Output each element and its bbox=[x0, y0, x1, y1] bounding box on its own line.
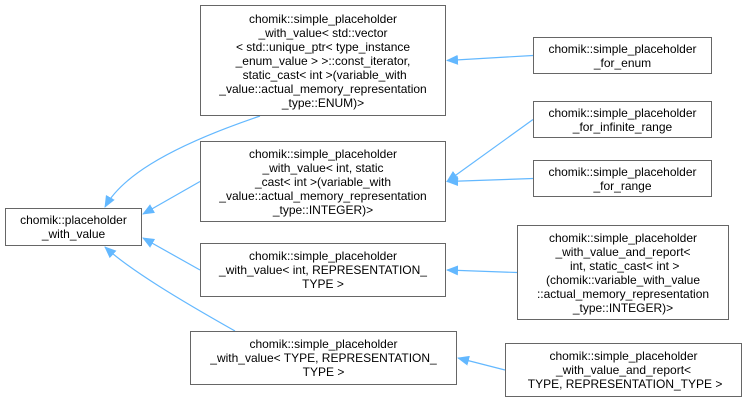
node-label-line: _with_value< std::vector bbox=[258, 25, 388, 40]
inheritance-edge-int_rep-to-base bbox=[142, 237, 201, 271]
inheritance-edge-report_int-to-int_rep bbox=[446, 265, 518, 276]
node-label-line: (chomik::variable_with_value bbox=[545, 272, 701, 287]
node-label-line: chomik::placeholder bbox=[20, 213, 127, 227]
node-simple-placeholder-for-range[interactable]: chomik::simple_placeholder_for_range bbox=[533, 160, 712, 197]
node-label-line: _type::INTEGER)> bbox=[272, 202, 374, 217]
node-simple-placeholder-with-value-vector-enum[interactable]: chomik::simple_placeholder_with_value< s… bbox=[200, 5, 446, 116]
node-label-line: chomik::simple_placeholder bbox=[248, 146, 398, 161]
node-simple-placeholder-with-value-and-report-type[interactable]: chomik::simple_placeholder_with_value_an… bbox=[505, 343, 742, 397]
node-label-line: int, static_cast< int > bbox=[566, 258, 680, 273]
node-label-line: chomik::simple_placeholder bbox=[549, 349, 698, 363]
node-label-line: < std::unique_ptr< type_instance bbox=[235, 39, 411, 54]
node-label-line: _cast< int >(variable_with bbox=[254, 174, 392, 189]
inheritance-edge-type_rep-to-base bbox=[104, 246, 236, 332]
inheritance-edge-for_infinite_range-to-int_static bbox=[446, 119, 534, 183]
node-label-line: _for_enum bbox=[593, 55, 652, 70]
node-label-line: _with_value_and_report< bbox=[555, 244, 691, 259]
node-label-line: TYPE > bbox=[302, 277, 344, 291]
node-label-line: _type::ENUM)> bbox=[281, 95, 365, 110]
node-label-line: _with_value_and_report< bbox=[555, 363, 692, 377]
inheritance-edge-vector-to-base bbox=[104, 115, 261, 208]
node-label-line: TYPE, REPRESENTATION_TYPE > bbox=[524, 377, 723, 391]
node-label-line: _with_value bbox=[41, 227, 106, 241]
node-label-line: _for_range bbox=[593, 178, 652, 193]
node-simple-placeholder-for-enum[interactable]: chomik::simple_placeholder_for_enum bbox=[533, 37, 712, 74]
node-label-line: chomik::simple_placeholder bbox=[548, 105, 697, 120]
node-simple-placeholder-with-value-int-representation[interactable]: chomik::simple_placeholder_with_value< i… bbox=[200, 243, 446, 297]
node-label-line: _with_value< int, static bbox=[262, 160, 384, 175]
node-label-line: _value::actual_memory_representation bbox=[219, 81, 427, 96]
node-label-line: TYPE > bbox=[302, 365, 345, 379]
node-label-line: _enum_value > >::const_iterator, bbox=[235, 53, 411, 68]
inheritance-edge-report_type-to-type_rep bbox=[457, 355, 506, 371]
node-simple-placeholder-with-value-int-static-cast[interactable]: chomik::simple_placeholder_with_value< i… bbox=[200, 141, 446, 222]
inheritance-edge-for_enum-to-vector bbox=[446, 54, 534, 65]
node-simple-placeholder-with-value-type-representation[interactable]: chomik::simple_placeholder_with_value< T… bbox=[190, 331, 457, 385]
node-label-line: _for_infinite_range bbox=[572, 119, 673, 134]
node-placeholder-with-value[interactable]: chomik::placeholder_with_value bbox=[5, 208, 142, 246]
node-label-line: _with_value< TYPE, REPRESENTATION_ bbox=[210, 351, 437, 365]
node-label-line: chomik::simple_placeholder bbox=[548, 41, 697, 56]
inheritance-edge-int_static-to-base bbox=[142, 180, 201, 215]
node-label-line: static_cast< int >(variable_with bbox=[239, 67, 407, 82]
node-simple-placeholder-for-infinite-range[interactable]: chomik::simple_placeholder_for_infinite_… bbox=[533, 101, 712, 138]
node-label-line: _value::actual_memory_representation bbox=[219, 188, 427, 203]
node-label-line: chomik::simple_placeholder bbox=[548, 230, 698, 245]
node-label-line: _type::INTEGER)> bbox=[572, 300, 674, 315]
node-label-line: chomik::simple_placeholder bbox=[249, 337, 398, 351]
inheritance-edge-for_range-to-int_static bbox=[446, 176, 534, 187]
node-label-line: chomik::simple_placeholder bbox=[248, 249, 398, 263]
node-simple-placeholder-with-value-and-report-int[interactable]: chomik::simple_placeholder_with_value_an… bbox=[517, 225, 729, 320]
node-label-line: chomik::simple_placeholder bbox=[248, 11, 398, 26]
node-label-line: ::actual_memory_representation bbox=[536, 286, 710, 301]
node-label-line: _with_value< int, REPRESENTATION_ bbox=[219, 263, 427, 277]
node-label-line: chomik::simple_placeholder bbox=[548, 164, 697, 179]
